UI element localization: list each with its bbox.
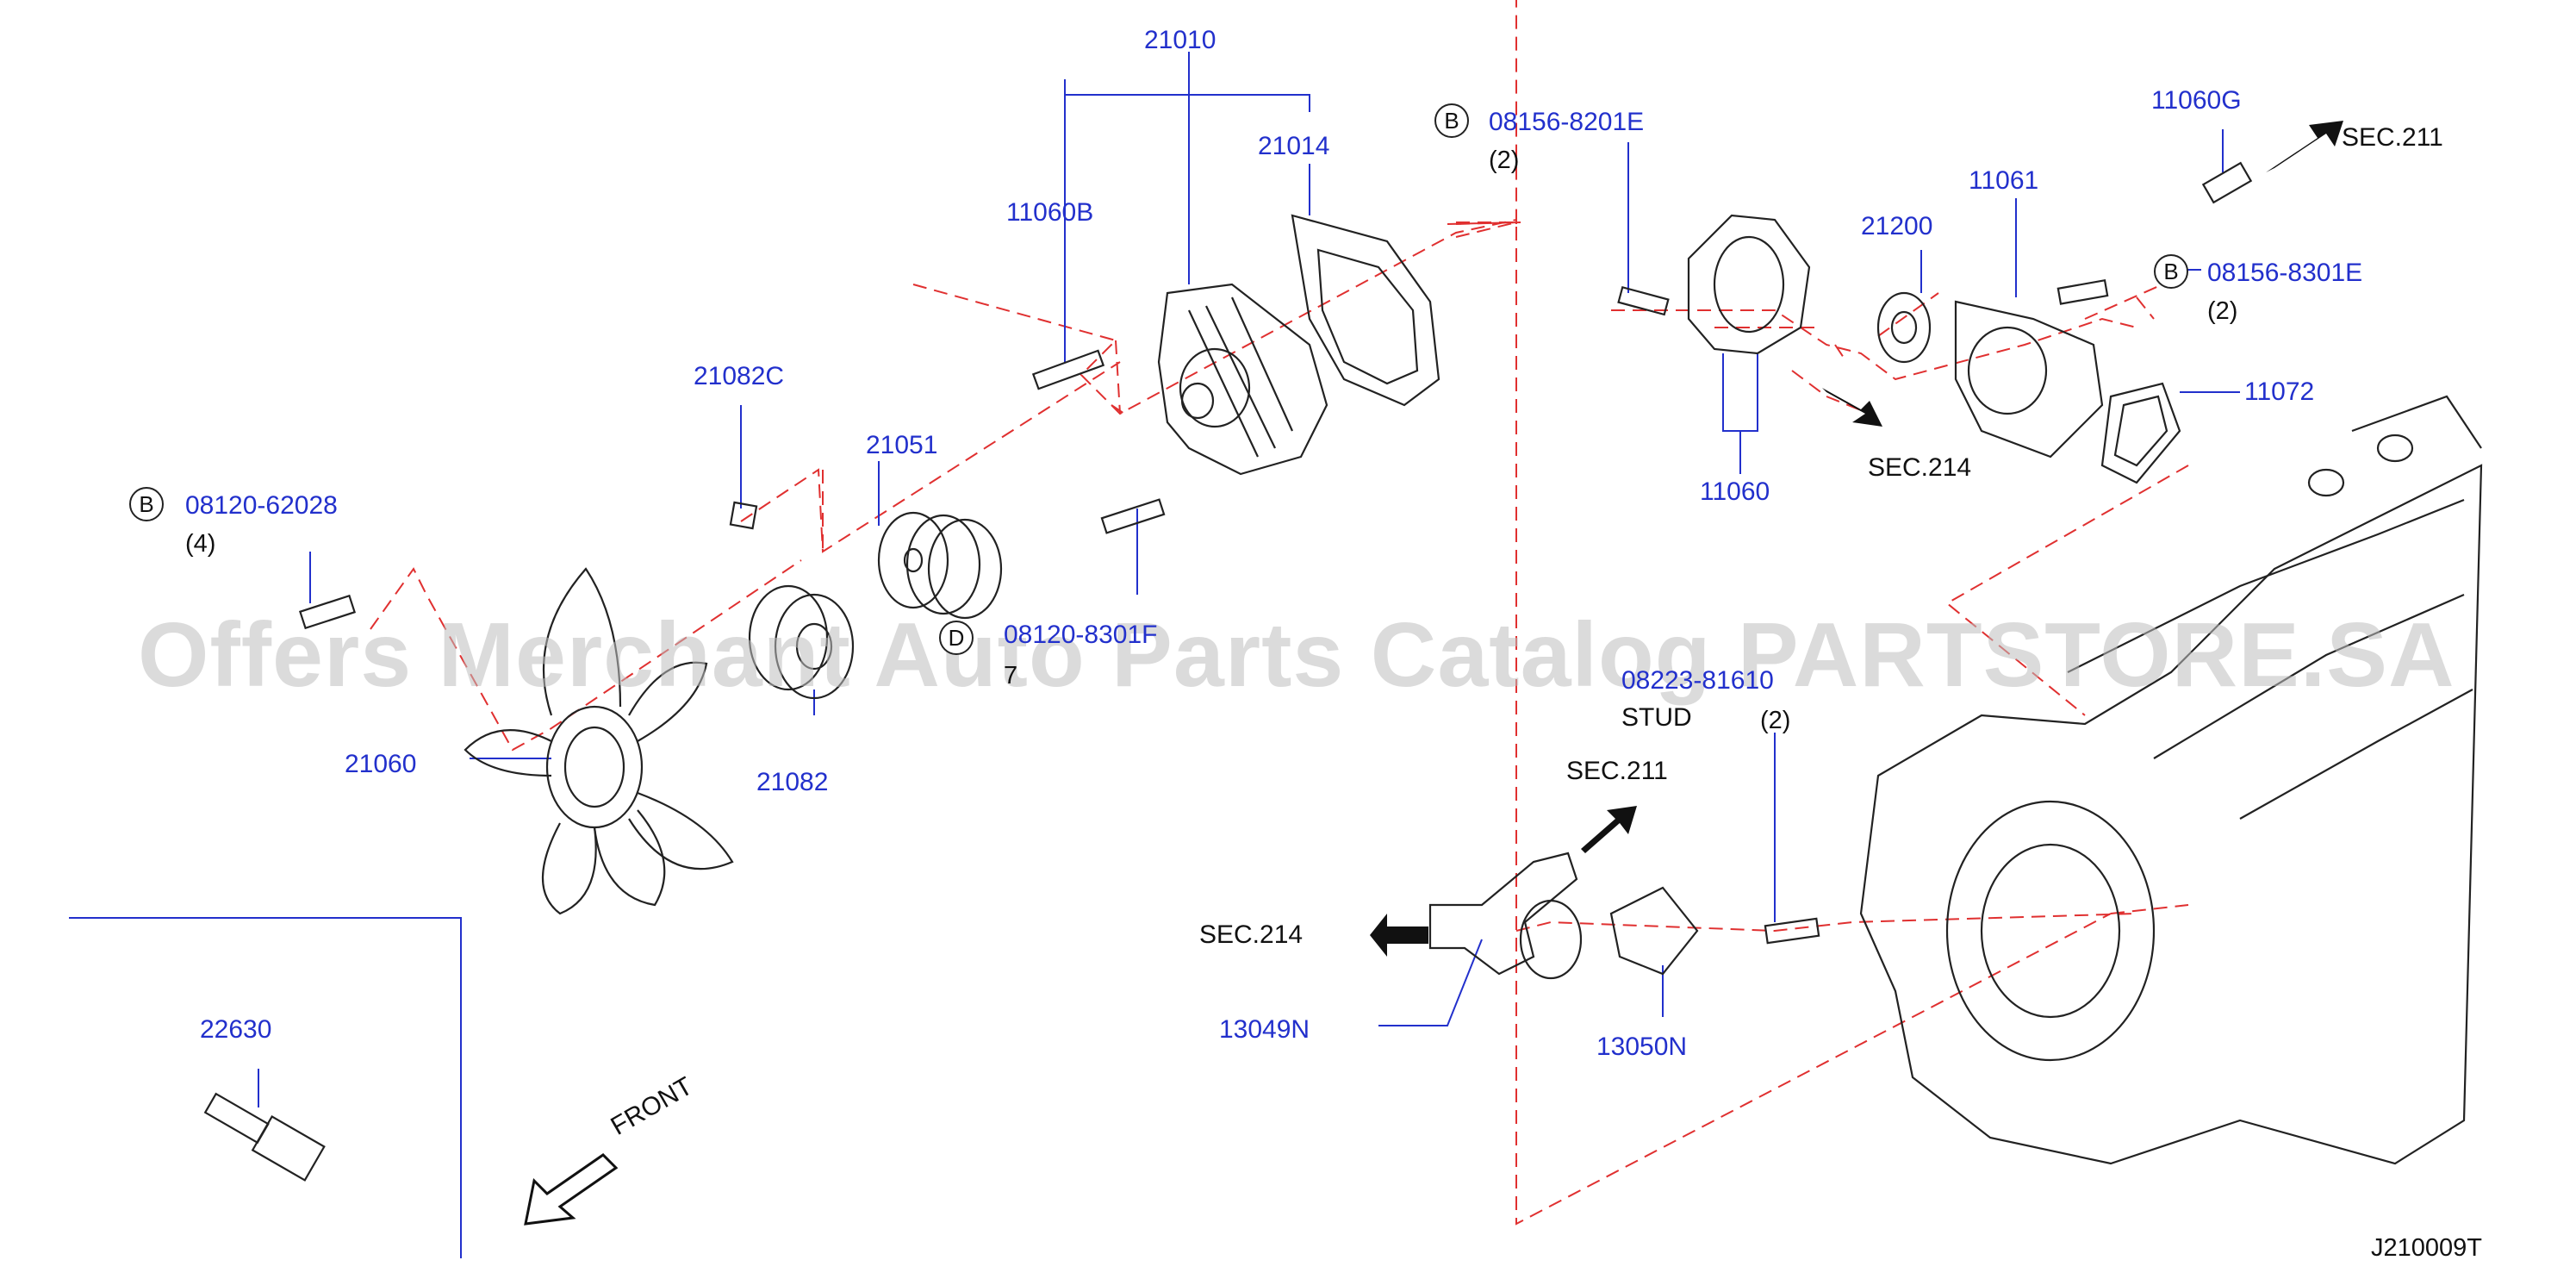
qty-label: (4) [185,530,216,558]
section-ref-sec214[interactable]: SEC.214 [1199,920,1304,949]
arrow-icon [2266,121,2343,172]
part-label-21060[interactable]: 21060 [345,750,417,778]
pulley-21051 [877,511,1003,620]
part-label-11072[interactable]: 11072 [2244,377,2315,406]
part-label-11060B[interactable]: 11060B [1006,198,1094,227]
fan-21060 [464,567,734,915]
part-label-21082[interactable]: 21082 [756,768,829,796]
qty-label: (2) [1489,147,1520,174]
parts-drawings [203,161,2483,1182]
circle-d-icon: D [939,621,974,655]
part-label-08120-8301F[interactable]: 08120-8301F [1004,621,1158,649]
arrow-icon [1370,914,1428,957]
diagram-code: J210009T [2371,1234,2482,1262]
qty-label: (2) [1760,707,1791,734]
gasket-21014 [1291,214,1440,407]
part-label-11060G[interactable]: 11060G [2151,86,2242,115]
part-label-21014[interactable]: 21014 [1258,132,1330,160]
section-arrows [1370,121,2343,957]
arrow-icon [1581,806,1637,853]
thermostat-21200 [1876,291,1932,364]
part-label-13049N[interactable]: 13049N [1219,1015,1310,1044]
qty-label: (2) [2207,297,2238,325]
part-label-08156-8201E[interactable]: 08156-8201E [1489,108,1645,136]
engine-block [1859,395,2483,1165]
leader-lines [258,52,2240,1107]
part-label-08223-81610[interactable]: 08223-81610 [1621,666,1774,695]
water-inlet-11061 [1954,300,2104,459]
section-ref-sec211[interactable]: SEC.211 [2342,123,2443,152]
qty-label: 7 [1004,662,1018,689]
thermostat-housing-11060 [1687,214,1811,355]
gasket-11072 [2100,382,2181,484]
part-label-11061[interactable]: 11061 [1969,166,2039,195]
part-label-21082C[interactable]: 21082C [694,362,785,390]
front-arrow-icon [524,1153,619,1226]
stud-label: STUD [1621,703,1692,732]
sensor-22630 [203,1092,326,1182]
frame-lines [69,917,462,1258]
part-label-08120-62028[interactable]: 08120-62028 [185,491,338,520]
gasket-13050N [1609,886,1699,976]
fan-clutch-21082 [748,584,855,700]
water-outlet-13049N [1428,852,1583,980]
water-pump-21010 [1157,283,1328,476]
part-label-11060[interactable]: 11060 [1700,477,1770,506]
part-label-21051[interactable]: 21051 [866,431,938,459]
part-label-22630[interactable]: 22630 [200,1015,272,1044]
arrow-icon [1822,388,1882,427]
part-label-13050N[interactable]: 13050N [1596,1033,1688,1061]
circle-b-icon: B [2154,254,2188,289]
part-label-21010[interactable]: 21010 [1144,26,1216,54]
part-label-08156-8301E[interactable]: 08156-8301E [2207,259,2363,287]
bolts [298,161,2253,945]
circle-b-icon: B [1434,103,1469,138]
part-label-21200[interactable]: 21200 [1861,212,1933,240]
circle-b-icon: B [129,487,164,521]
section-ref-sec211[interactable]: SEC.211 [1566,757,1668,785]
section-ref-sec214[interactable]: SEC.214 [1868,453,1972,482]
